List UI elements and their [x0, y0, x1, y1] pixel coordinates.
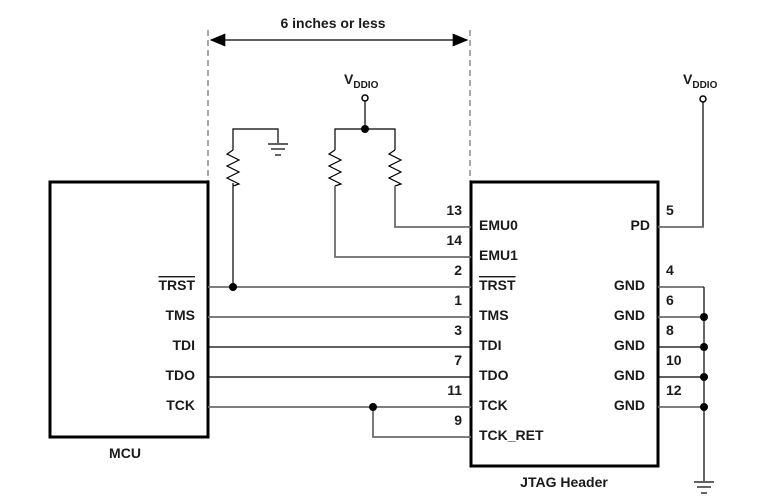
jtag-pin-gnd-4: GND — [614, 277, 645, 293]
jtag-pin-tck: TCK — [479, 397, 508, 413]
supply-terminal-icon — [361, 94, 369, 102]
mcu-pin-tck: TCK — [166, 397, 195, 413]
distance-dimension: 6 inches or less — [207, 15, 471, 185]
jtag-pin-num-3: 3 — [454, 322, 462, 338]
jtag-pin-num-12: 12 — [666, 382, 682, 398]
ground-icon — [694, 481, 714, 494]
jtag-pin-num-9: 9 — [454, 412, 462, 428]
jtag-pin-num-5: 5 — [666, 202, 674, 218]
jtag-pin-num-8: 8 — [666, 322, 674, 338]
jtag-header-block: JTAG Header EMU0 EMU1 TRST TMS TDI TDO T… — [446, 180, 682, 490]
jtag-header-box — [469, 180, 660, 468]
mcu-box — [48, 180, 210, 439]
jtag-pin-gnd-6: GND — [614, 307, 645, 323]
jtag-pin-num-10: 10 — [666, 352, 682, 368]
jtag-header-title: JTAG Header — [520, 474, 608, 490]
jtag-pin-num-4: 4 — [666, 262, 674, 278]
mcu-pin-tdo: TDO — [165, 367, 195, 383]
junction-gnd — [700, 343, 708, 351]
jtag-pin-num-13: 13 — [446, 202, 462, 218]
signal-wires — [208, 286, 471, 438]
dimension-label: 6 inches or less — [280, 15, 385, 31]
resistor-icon — [225, 149, 241, 187]
jtag-pin-num-1: 1 — [454, 292, 462, 308]
emu-pullups: VDDIO — [327, 71, 471, 258]
pd-supply: VDDIO — [658, 71, 718, 228]
resistor-icon — [387, 149, 403, 187]
jtag-pin-pd: PD — [631, 217, 650, 233]
mcu-block: MCU TRST TMS TDI TDO TCK — [48, 180, 210, 461]
jtag-pin-num-7: 7 — [454, 352, 462, 368]
jtag-pin-trst: TRST — [479, 277, 516, 293]
junction-gnd — [700, 403, 708, 411]
jtag-pin-tms: TMS — [479, 307, 509, 323]
ground-icon — [268, 143, 288, 156]
trst-pulldown — [225, 128, 288, 291]
jtag-pin-emu0: EMU0 — [479, 217, 518, 233]
jtag-pin-tck-ret: TCK_RET — [479, 427, 544, 443]
mcu-pin-tdi: TDI — [172, 337, 195, 353]
wire-emu0 — [394, 186, 471, 228]
junction-trst — [229, 283, 237, 291]
jtag-pin-tdo: TDO — [479, 367, 509, 383]
junction-gnd — [700, 313, 708, 321]
resistor-icon — [327, 149, 343, 187]
jtag-pin-num-6: 6 — [666, 292, 674, 308]
mcu-pin-trst: TRST — [158, 277, 195, 293]
supply-label-vddio-emu: VDDIO — [344, 71, 379, 91]
mcu-title: MCU — [109, 445, 141, 461]
junction-gnd — [700, 373, 708, 381]
jtag-pin-gnd-10: GND — [614, 367, 645, 383]
jtag-pin-num-14: 14 — [446, 232, 462, 248]
supply-label-vddio-pd: VDDIO — [683, 71, 718, 91]
jtag-pin-gnd-8: GND — [614, 337, 645, 353]
mcu-pin-tms: TMS — [165, 307, 195, 323]
wire-tck-ret — [372, 407, 471, 438]
jtag-pin-tdi: TDI — [479, 337, 502, 353]
wire-emu1 — [334, 186, 471, 258]
jtag-pin-emu1: EMU1 — [479, 247, 518, 263]
jtag-pin-gnd-12: GND — [614, 397, 645, 413]
junction-tck — [369, 403, 377, 411]
jtag-pin-num-11: 11 — [447, 382, 462, 398]
supply-terminal-icon — [699, 95, 707, 103]
gnd-bus — [658, 286, 714, 494]
jtag-pin-num-2: 2 — [454, 262, 462, 278]
wire-pulldown-ground — [232, 128, 279, 150]
